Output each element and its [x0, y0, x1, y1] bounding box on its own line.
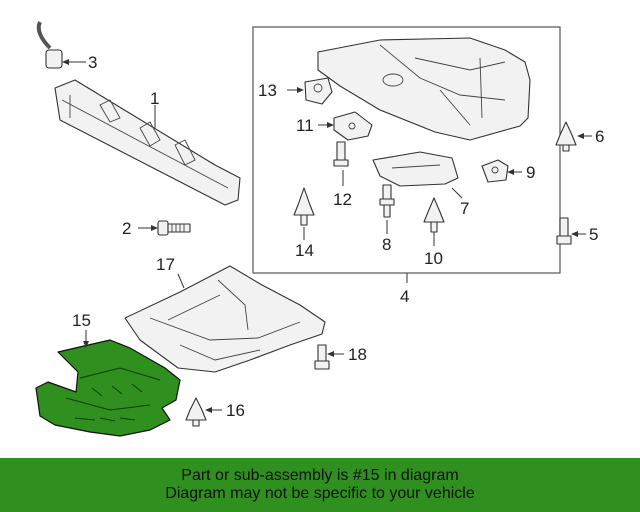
callout-13: 13 [258, 81, 277, 100]
part-11-bracket [318, 111, 373, 141]
callout-8: 8 [382, 235, 391, 254]
banner-line-1: Part or sub-assembly is #15 in diagram [181, 467, 459, 484]
callout-3: 3 [88, 53, 97, 72]
callout-7: 7 [460, 199, 469, 218]
callout-14: 14 [295, 241, 314, 260]
part-18-bolt [314, 344, 344, 370]
part-12-stud [333, 141, 349, 186]
part-5-bolt [556, 217, 586, 245]
part-9-mount [481, 159, 522, 183]
callout-18: 18 [348, 345, 367, 364]
callout-10: 10 [424, 249, 443, 268]
parts-diagram: 1 2 3 4 5 6 7 8 9 10 11 12 13 14 15 16 1… [35, 21, 604, 437]
callout-5: 5 [589, 225, 598, 244]
part-7-plate [372, 151, 463, 199]
info-banner: Part or sub-assembly is #15 in diagram D… [0, 458, 640, 512]
part-3-hose-clip [36, 21, 86, 69]
part-17-under-cover [124, 265, 326, 373]
part-13-mount [287, 77, 333, 105]
callout-6: 6 [595, 127, 604, 146]
callout-11: 11 [296, 116, 314, 135]
callout-2: 2 [122, 219, 131, 238]
part-1-support-beam [54, 79, 241, 206]
part-15-splash-shield [35, 330, 181, 437]
part-10-clip [423, 197, 445, 246]
part-4-engine-cover [317, 37, 531, 141]
callout-12: 12 [333, 190, 352, 209]
callout-15: 15 [72, 311, 91, 330]
part-14-clip [293, 187, 315, 240]
banner-line-2: Diagram may not be specific to your vehi… [165, 485, 475, 502]
callout-1: 1 [150, 89, 159, 108]
callout-17: 17 [156, 255, 175, 274]
part-2-bolt [138, 220, 191, 236]
part-8-bolt [379, 184, 395, 234]
callout-16: 16 [226, 401, 245, 420]
part-6-clip [555, 121, 592, 152]
callout-4: 4 [400, 287, 409, 306]
callout-9: 9 [526, 163, 535, 182]
part-16-clip [185, 397, 222, 427]
